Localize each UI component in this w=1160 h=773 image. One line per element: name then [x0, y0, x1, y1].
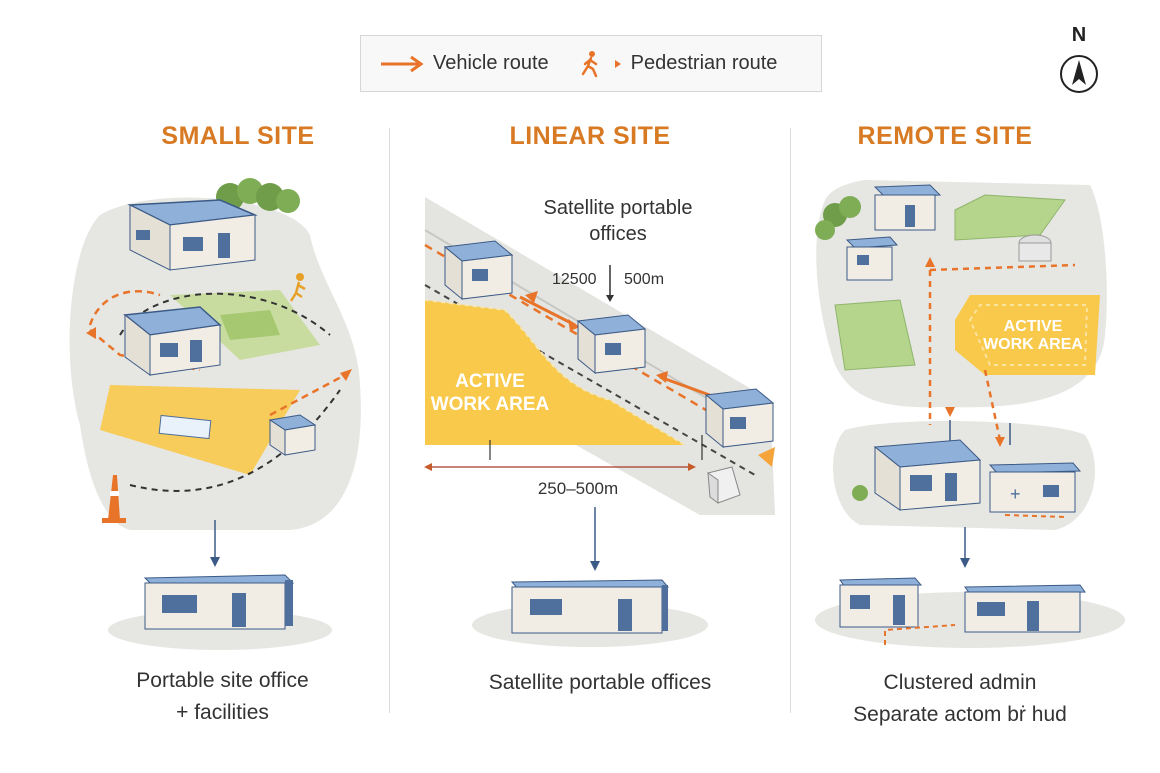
small-site-cabin: [268, 414, 317, 456]
legend-vehicle: Vehicle route: [379, 52, 549, 75]
small-site-pedestrian-icon: [289, 273, 306, 302]
remote-site-caption: Clustered admin Separate actom bṙ hud: [810, 667, 1110, 731]
remote-route-arrow-3: [995, 437, 1005, 447]
linear-site-office-1: [443, 240, 514, 301]
north-compass: N: [1056, 24, 1102, 96]
small-site-office-top: [127, 199, 258, 271]
remote-route-arrow-1: [925, 257, 935, 267]
linear-work-area-line2: WORK AREA: [431, 394, 550, 415]
remote-route-arrow-2: [945, 407, 955, 417]
small-site-pedestrian-path-2: [129, 389, 341, 492]
small-site-traffic-cone-icon: [102, 475, 126, 523]
remote-site-diagram: ACTIVE WORK AREA +: [815, 180, 1125, 648]
remote-first-aid-cross-icon: +: [1010, 484, 1021, 504]
linear-spacing-left: 12500: [552, 271, 597, 288]
small-site-title: SMALL SITE: [161, 122, 315, 150]
linear-site-office-3: [704, 388, 775, 449]
remote-site-vehicle-route: [928, 263, 1076, 441]
remote-site-title: REMOTE SITE: [857, 122, 1033, 150]
legend: Vehicle route Pedestrian route: [360, 35, 822, 92]
legend-vehicle-label: Vehicle route: [433, 52, 549, 74]
remote-site-building-left: [845, 236, 899, 281]
remote-site-pedestrian-path: [1004, 514, 1066, 518]
remote-work-area-line2: WORK AREA: [983, 336, 1083, 353]
remote-site-office-large: [873, 439, 982, 511]
small-site-grass-2: [220, 310, 280, 340]
linear-site-bin-icon: [707, 466, 741, 504]
remote-site-caption-line1: Clustered admin: [883, 671, 1037, 694]
linear-site-title: LINEAR SITE: [509, 122, 671, 150]
small-site-route-arrow-2: [86, 327, 96, 339]
remote-site-building-top: [873, 184, 942, 231]
linear-spacing-right: 500m: [624, 271, 664, 288]
legend-pedestrian-label: Pedestrian route: [630, 52, 778, 74]
linear-site-caption: Satellite portable offices: [488, 671, 712, 694]
linear-site-diagram: ACTIVE WORK AREA Satellite portable offi…: [424, 197, 775, 647]
small-site-office-middle: [123, 306, 222, 376]
small-site-portable-office: [143, 574, 295, 630]
linear-route-arrow-1: [525, 291, 538, 303]
small-site-caption-line2: + facilities: [176, 701, 269, 724]
remote-site-portable-office-left: [839, 577, 923, 628]
linear-site-marker: [758, 447, 775, 467]
linear-offices-label-line1: Satellite portable: [544, 197, 693, 219]
linear-route-arrow-2: [568, 319, 580, 331]
compass-icon: [1060, 55, 1098, 93]
divider-left: [389, 128, 390, 713]
small-site-plan-table: [158, 414, 212, 440]
small-site-route-arrow: [340, 369, 352, 381]
linear-work-area-line1: ACTIVE: [455, 371, 525, 392]
small-site-caption: Portable site office + facilities: [105, 665, 340, 729]
remote-site-bottom-path: [884, 624, 956, 645]
vehicle-route-arrow-icon: [381, 55, 424, 72]
linear-site-work-area: [425, 300, 685, 445]
legend-pedestrian: Pedestrian route: [577, 50, 778, 78]
remote-site-work-area: [955, 295, 1100, 375]
remote-site-field-1: [954, 194, 1066, 241]
remote-work-area-line1: ACTIVE: [1004, 318, 1063, 335]
remote-site-caption-line2: Separate actom bṙ hud: [853, 703, 1067, 726]
linear-site-office-2: [576, 314, 647, 375]
pedestrian-arrow-icon: [614, 59, 621, 68]
remote-site-trees: [815, 196, 868, 501]
linear-site-pedestrian-path: [424, 284, 756, 476]
compass-north-label: N: [1071, 24, 1087, 46]
linear-route-arrow-3: [656, 371, 668, 383]
remote-site-field-2: [834, 299, 916, 371]
small-site-diagram: [69, 178, 361, 650]
linear-length-label: 250–500m: [538, 479, 618, 498]
linear-offices-label-line2: offices: [589, 223, 646, 245]
remote-site-portable-office-right: [964, 584, 1086, 633]
linear-site-portable-office: [510, 579, 670, 634]
pedestrian-icon: [581, 50, 597, 77]
divider-right: [790, 128, 791, 713]
small-site-trees: [216, 178, 300, 213]
remote-site-tank-icon: [1018, 234, 1052, 262]
small-site-vehicle-route: [88, 290, 346, 417]
remote-site-office-small: +: [988, 462, 1082, 513]
small-site-caption-line1: Portable site office: [136, 669, 309, 692]
